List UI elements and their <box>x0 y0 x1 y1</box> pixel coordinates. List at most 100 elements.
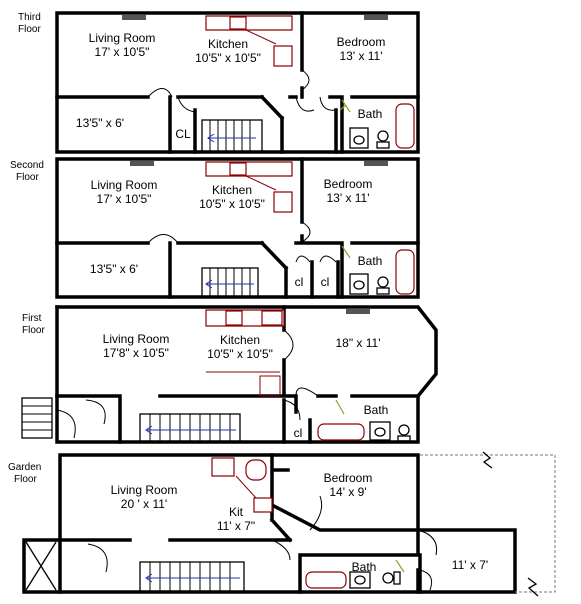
room-size: 11' x 7' <box>452 558 488 572</box>
room-name: Bath <box>358 254 383 268</box>
room-name: Living Room <box>103 332 170 346</box>
door-swing <box>319 255 337 263</box>
second-floor: Second Floor Living Room 17' x 10'5" Kit… <box>10 157 420 299</box>
room-name: Bath <box>352 560 377 574</box>
staircase <box>139 413 241 443</box>
stove-icon <box>273 191 293 213</box>
sink-icon <box>229 162 247 176</box>
door-swing <box>419 569 433 591</box>
third-floor-label-line2: Floor <box>18 24 41 35</box>
room-size: 13' x 11' <box>326 191 369 205</box>
first-floor-interior-walls <box>55 305 420 444</box>
sink-icon <box>229 16 247 30</box>
room-name: Kitchen <box>220 333 260 347</box>
stove-icon <box>211 457 235 477</box>
door-swing <box>319 96 337 111</box>
door-swing <box>85 399 106 425</box>
kitchen-counter-icon <box>205 15 293 31</box>
door-swing <box>87 543 108 573</box>
third-floor-label-line1: Third <box>18 12 41 23</box>
door-swing <box>301 69 310 91</box>
room-name: CL <box>175 127 191 141</box>
staircase <box>139 561 245 593</box>
vent-icon <box>130 161 154 166</box>
room-name: Bath <box>364 403 389 417</box>
room-name: cl <box>294 426 303 440</box>
room-size: 20 ' x 11' <box>121 497 167 511</box>
room-name: Kitchen <box>212 183 252 197</box>
stove-icon <box>261 310 283 326</box>
room-size: 10'5" x 10'5" <box>199 197 265 211</box>
first-floor-label-line1: First <box>22 313 42 324</box>
door-swing <box>295 96 315 112</box>
door-swing <box>295 255 311 263</box>
stove-icon <box>273 45 293 67</box>
room-name: cl <box>295 275 304 289</box>
bathtub-icon <box>395 249 415 295</box>
vent-icon <box>364 161 388 166</box>
room-size: 10'5" x 10'5" <box>207 347 273 361</box>
room-name: Bedroom <box>337 35 386 49</box>
third-floor: Third Floor Liv <box>18 11 420 154</box>
first-floor: First Floor <box>21 305 438 444</box>
door-swing <box>301 221 311 243</box>
third-floor-outer-wall <box>55 11 420 154</box>
door-swing <box>295 387 319 397</box>
toilet-icon <box>398 424 410 436</box>
room-size: 14' x 9' <box>329 485 366 499</box>
entry-stoop-stairs <box>21 397 53 439</box>
bathtub-icon <box>305 571 347 589</box>
room-name: Living Room <box>111 483 178 497</box>
toilet-icon <box>377 276 389 288</box>
sink-icon <box>225 310 243 326</box>
sink-icon <box>349 127 369 149</box>
garden-floor-interior-walls <box>58 453 422 594</box>
second-floor-interior-walls <box>55 157 420 299</box>
toilet-icon <box>377 130 389 142</box>
staircase <box>201 267 259 298</box>
second-floor-label-line1: Second <box>10 160 44 171</box>
sink-icon <box>349 273 369 295</box>
sink-icon <box>369 421 391 441</box>
door-swing <box>283 329 294 361</box>
vent-icon <box>122 15 146 20</box>
toilet-icon <box>382 572 394 584</box>
room-name: Bedroom <box>324 471 373 485</box>
door-swing <box>147 234 179 244</box>
break-line-icon <box>527 577 539 597</box>
room-size: 17'8" x 10'5" <box>103 346 169 360</box>
room-size: 10'5" x 10'5" <box>195 51 261 65</box>
room-name: Living Room <box>91 178 158 192</box>
room-name: Kit <box>229 505 244 519</box>
second-floor-outer-wall <box>55 157 420 299</box>
sink-icon <box>349 571 371 589</box>
room-name: cl <box>321 275 330 289</box>
staircase <box>201 119 263 153</box>
bathtub-icon <box>395 103 415 149</box>
garden-floor-label-line2: Floor <box>14 474 37 485</box>
door-swing <box>417 529 438 556</box>
room-size: 13'5" x 6' <box>90 262 138 276</box>
room-size: 11' x 7" <box>217 519 255 533</box>
entry-door-icon <box>25 541 57 591</box>
room-name: Bedroom <box>324 177 373 191</box>
door-swing <box>309 495 323 531</box>
door-swing <box>147 88 173 98</box>
garden-floor-outer-wall <box>22 453 517 594</box>
door-swing <box>177 96 196 113</box>
room-name: Living Room <box>89 31 156 45</box>
room-size: 17' x 10'5" <box>95 45 150 59</box>
door-swing <box>56 409 76 439</box>
door-swing <box>283 399 301 421</box>
room-name: Kitchen <box>208 37 248 51</box>
sink-icon <box>245 459 267 481</box>
room-size: 13'5" x 6' <box>76 116 124 130</box>
room-size: 17' x 10'5" <box>97 192 152 206</box>
break-line-icon <box>482 451 493 469</box>
first-floor-label-line2: Floor <box>22 325 45 336</box>
bathtub-icon <box>317 423 365 441</box>
vent-icon <box>364 15 388 20</box>
vent-icon <box>346 309 370 314</box>
room-size: 13' x 11' <box>339 49 382 63</box>
